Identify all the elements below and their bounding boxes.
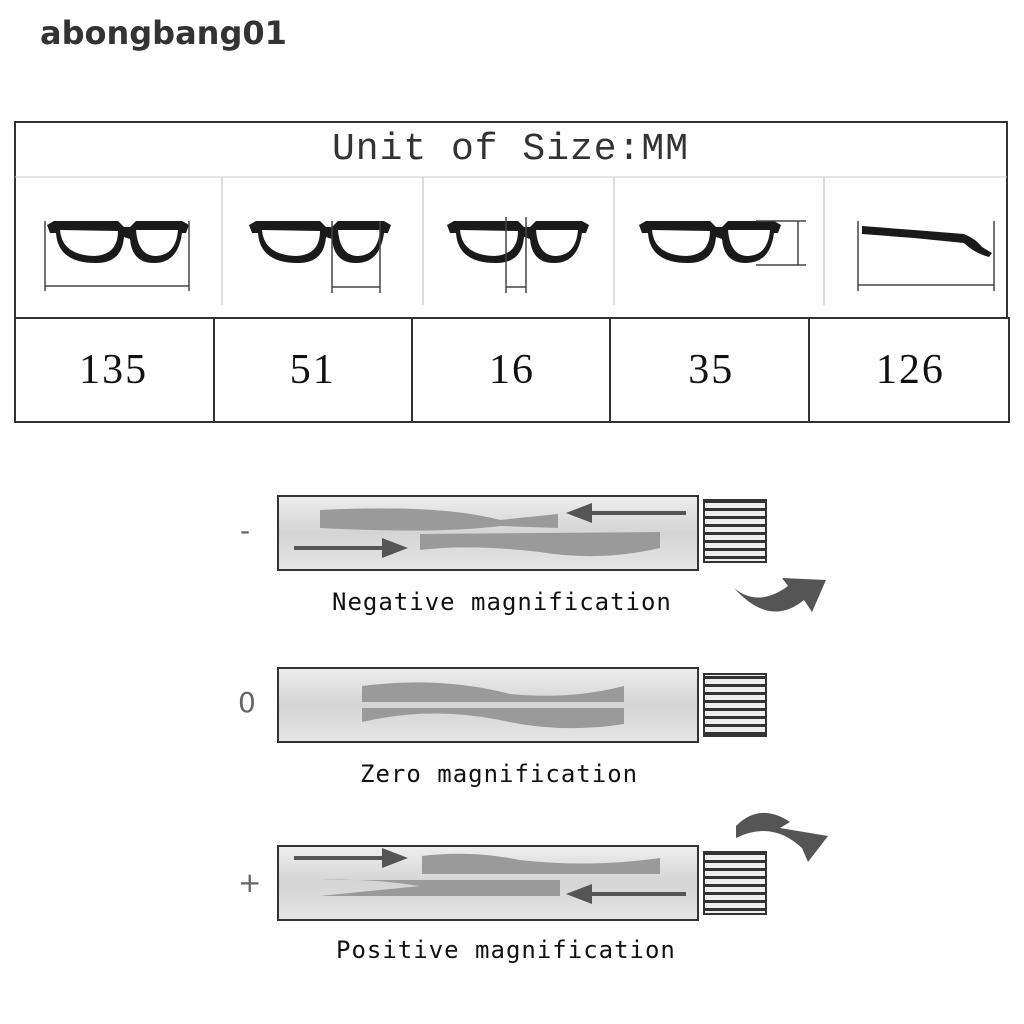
negative-magnification-tube [277,495,767,571]
arrow-right-icon [294,538,408,558]
arrow-left-icon [566,884,686,904]
lens-height-value: 35 [688,347,735,393]
lens-lower-shape [362,708,624,729]
unit-title: Unit of Size:MM [331,127,690,171]
glasses-total-width-icon [44,221,190,291]
glasses-temple-length-icon [857,221,995,291]
glasses-lens-height-icon [639,220,806,266]
zero-sign: 0 [238,686,256,719]
positive-caption: Positive magnification [336,936,676,964]
negative-sign: - [240,514,251,547]
size-table [14,121,1010,423]
glasses-bridge-width-icon [447,217,589,293]
zero-magnification-tube [277,667,767,743]
positive-magnification-tube [277,845,767,921]
rotate-clockwise-arrow-icon [736,812,828,862]
positive-sign: + [238,866,262,899]
lens-lower-shape [320,879,560,896]
total-width-value: 135 [79,347,149,393]
zero-caption: Zero magnification [360,760,639,788]
lens-upper-shape [362,682,624,702]
lens-upper-shape [422,853,660,874]
negative-caption: Negative magnification [332,588,672,616]
lens-width-value: 51 [289,347,336,393]
bridge-width-value: 16 [489,347,535,393]
lens-lower-shape [420,532,660,557]
size-values-row: 135 51 16 35 126 [14,318,1010,422]
arrow-left-icon [566,503,686,523]
arrow-right-icon [294,848,408,868]
rotate-counterclockwise-arrow-icon [734,578,826,612]
glasses-lens-width-icon [249,221,391,293]
magnification-diagram [277,495,828,921]
watermark-text: abongbang01 [40,14,287,52]
lens-upper-shape [320,508,558,531]
temple-length-value: 126 [875,347,945,393]
